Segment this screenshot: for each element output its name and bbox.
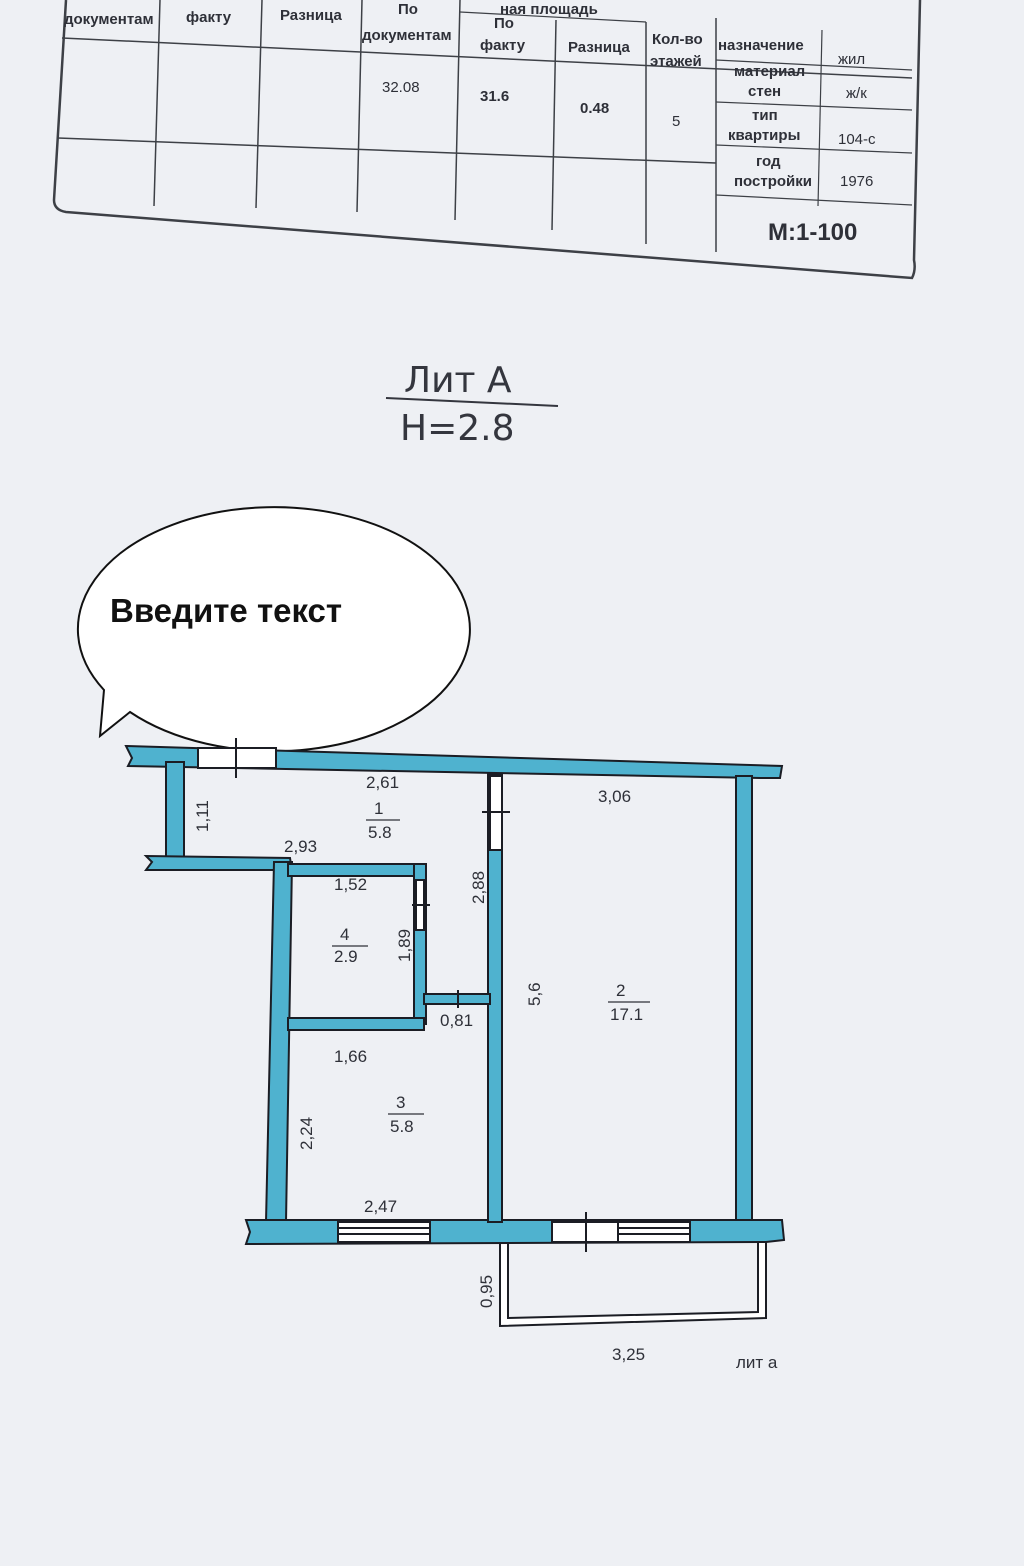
callout-text[interactable]: Введите текст [110, 592, 342, 629]
col-header-po-faktu: факту [186, 9, 232, 26]
dim-1-89: 1,89 [395, 929, 414, 962]
attr-value-walls: ж/к [846, 85, 867, 102]
dim-0-95: 0,95 [477, 1275, 496, 1308]
wall-bottom [244, 1219, 786, 1246]
area-diff-value: 0.48 [580, 100, 609, 117]
col-header-area-docs: документам [362, 27, 452, 44]
col-header-raznitsa: Разница [280, 7, 342, 24]
window-room2 [617, 1221, 691, 1243]
dim-3-06: 3,06 [598, 787, 631, 806]
building-title: Лит А Н=2.8 [385, 360, 559, 449]
attr-label-walls-1: материал [734, 63, 805, 80]
plan-dimensions: 2,61 3,06 1,11 2,93 1,52 1,89 2,88 0,81 … [193, 773, 778, 1372]
table-frame [52, 0, 922, 280]
floors-value: 5 [672, 113, 680, 130]
attr-label-type-1: тип [752, 107, 778, 124]
area-docs-value: 32.08 [382, 79, 420, 96]
table-rule [459, 11, 647, 23]
attr-value-type: 104-с [838, 131, 876, 148]
title-fraction-line [385, 397, 559, 407]
room-1-area: 5.8 [368, 823, 392, 842]
table-rule [454, 0, 461, 221]
room-2-area: 17.1 [610, 1005, 643, 1024]
attr-label-year-2: постройки [734, 173, 812, 190]
attr-label-year-1: год [756, 153, 781, 170]
col-header-area-fact-1: По [494, 15, 514, 32]
dim-1-52: 1,52 [334, 875, 367, 894]
dim-2-47: 2,47 [364, 1197, 397, 1216]
room-4-number: 4 [340, 925, 349, 944]
room-4-area: 2.9 [334, 947, 358, 966]
col-header-top-cut: По [398, 1, 418, 18]
dim-1-11: 1,11 [193, 800, 212, 832]
dim-5-6: 5,6 [525, 982, 544, 1006]
scale-label: М:1-100 [768, 219, 857, 246]
wall-top [124, 744, 784, 779]
table-rule [61, 37, 913, 79]
dim-2-93: 2,93 [284, 837, 317, 856]
dim-2-88: 2,88 [469, 871, 488, 904]
attr-label-purpose: назначение [718, 37, 804, 54]
callout-bubble[interactable]: Введите текст [76, 506, 471, 753]
dim-0-81: 0,81 [440, 1011, 473, 1030]
dim-3-25: 3,25 [612, 1345, 645, 1364]
wall-right [735, 775, 753, 1223]
attr-label-walls-2: стен [748, 83, 781, 100]
table-rule [255, 0, 263, 209]
table-rule [153, 0, 161, 207]
window-room3 [337, 1221, 431, 1243]
floor-plan [124, 738, 786, 1328]
attr-label-type-2: квартиры [728, 127, 800, 144]
col-header-floors-2: этажей [650, 53, 702, 70]
room-labels: 1 5.8 2 17.1 3 5.8 4 2.9 [332, 799, 650, 1136]
table-rule [715, 59, 913, 71]
wall-room4-bottom [287, 1017, 425, 1031]
room-2-number: 2 [616, 981, 625, 1000]
table-rule [356, 0, 363, 213]
wall-entry-bottom [143, 854, 294, 871]
col-header-floors-1: Кол-во [652, 31, 703, 48]
callout-shape[interactable] [76, 506, 471, 753]
attr-value-year: 1976 [840, 173, 873, 190]
room-1-number: 1 [374, 799, 383, 818]
table-rule [551, 19, 557, 231]
col-header-area-diff: Разница [568, 39, 630, 56]
wall-left-lower [264, 861, 294, 1223]
col-header-area-fact-2: факту [480, 37, 526, 54]
height-label: Н=2.8 [400, 408, 515, 449]
header-table: документам факту Разница По документам н… [52, 0, 922, 280]
col-header-po-dokumentam: документам [64, 11, 154, 28]
group-header-area: ная площадь [500, 1, 598, 18]
lit-label: Лит А [404, 360, 512, 401]
balcony-outline [499, 1239, 767, 1328]
dim-2-24: 2,24 [297, 1117, 316, 1150]
table-rule [715, 101, 913, 111]
wall-entry-left [165, 761, 185, 863]
dim-1-66: 1,66 [334, 1047, 367, 1066]
table-rule [57, 137, 717, 164]
dim-2-61: 2,61 [366, 773, 399, 792]
area-fact-value: 31.6 [480, 88, 509, 105]
table-rule [715, 194, 913, 206]
table-rule [817, 29, 823, 207]
balcony-lit-label: лит а [736, 1353, 778, 1372]
room-3-area: 5.8 [390, 1117, 414, 1136]
room-3-number: 3 [396, 1093, 405, 1112]
table-rule [715, 144, 913, 154]
attr-value-purpose: жил [838, 51, 865, 68]
